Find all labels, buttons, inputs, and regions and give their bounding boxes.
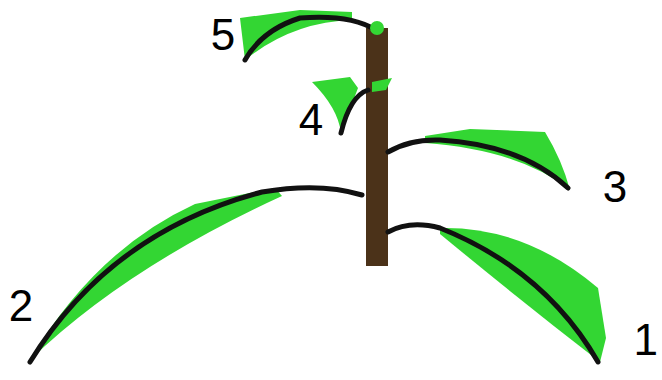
leaf-midrib bbox=[388, 140, 568, 188]
stem-tip bbox=[370, 21, 384, 35]
leaf-blade bbox=[372, 78, 392, 92]
callout-number: 5 bbox=[211, 13, 235, 57]
leaf-midrib bbox=[341, 90, 368, 133]
stem bbox=[366, 28, 388, 266]
callout-number: 3 bbox=[603, 165, 627, 209]
callout-number: 4 bbox=[299, 98, 323, 142]
callout-number: 1 bbox=[634, 318, 658, 362]
leaf-midrib bbox=[30, 188, 362, 362]
leaf-blade bbox=[440, 228, 606, 362]
leaf-midrib bbox=[388, 225, 598, 362]
leaf-midrib bbox=[245, 17, 376, 60]
callout-number: 2 bbox=[9, 284, 33, 328]
leaf-blade bbox=[30, 188, 282, 360]
